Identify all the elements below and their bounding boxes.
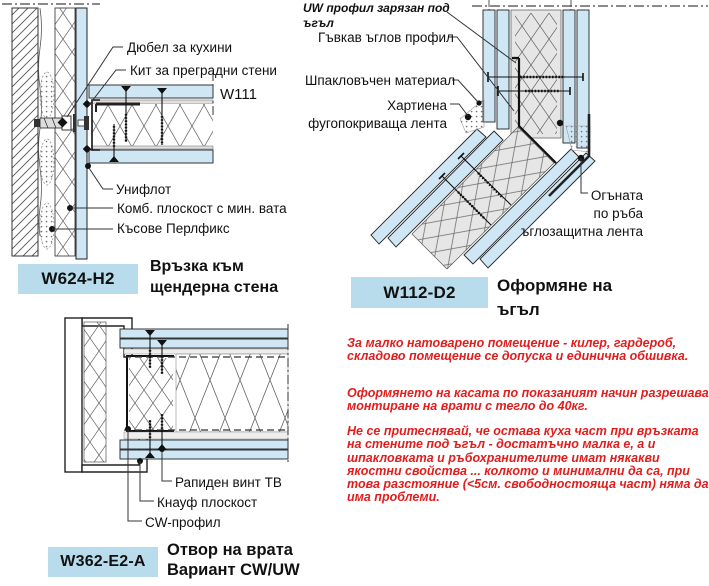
detail-title-w112: Оформяне на ъгъл [497, 274, 612, 322]
label-rapid-screw: Рапиден винт ТВ [175, 475, 282, 490]
detail-code-w112: W112-D2 [351, 277, 488, 308]
label-paper-tape-line1: Хартиена [387, 98, 447, 113]
label-uw-profile-line2: ъгъл [303, 16, 334, 30]
label-corner-tape-line3: ъглозащитна лента [520, 224, 643, 239]
annotation-notes: За малко натоварено помещение - килер, г… [347, 336, 709, 504]
label-cavity-dowel: Дюбел за кухини [127, 40, 233, 55]
detail-title-w112-line2: ъгъл [497, 300, 540, 319]
detail-w624-drawing [2, 3, 214, 260]
label-perlfix: Късове Перлфикс [117, 221, 230, 236]
detail-title-w624: Връзка към щендерна стена [150, 256, 278, 298]
label-paper-tape-line2: фугопокриваща лента [308, 116, 447, 131]
label-knauf-board: Кнауф плоскост [157, 495, 258, 510]
label-cw-profile: CW-профил [145, 515, 221, 530]
label-uniflott: Унифлот [116, 182, 172, 197]
label-flex-corner-profile: Гъвкав ъглов профил [318, 30, 454, 45]
detail-code-w624: W624-H2 [18, 264, 138, 294]
detail-title-w112-line1: Оформяне на [497, 276, 613, 295]
detail-title-w362: Отвор на врата Вариант CW/UW [167, 540, 300, 580]
label-w111-system: W111 [220, 86, 257, 103]
detail-code-w362: W362-E2-A [48, 547, 158, 577]
label-uw-profile-line1: UW профил зарязан под [303, 1, 450, 15]
detail-w112-drawing [370, 0, 708, 270]
label-paper-tape: Хартиена фугопокриваща лента [308, 97, 447, 133]
note-hollow-corner: Не се притеснявай, че остава куха част п… [347, 424, 709, 504]
label-partition-putty: Кит за преградни стени [130, 63, 277, 78]
detail-title-w362-line2: Вариант CW/UW [167, 561, 300, 579]
label-corner-tape-line1: Огъната [590, 188, 643, 203]
detail-title-w362-line1: Отвор на врата [167, 541, 293, 559]
note-single-cladding: За малко натоварено помещение - килер, г… [347, 336, 689, 364]
label-joint-compound: Шпакловъчен материал [305, 73, 456, 88]
label-corner-tape-line2: по ръба [593, 206, 643, 221]
detail-w362-drawing [64, 317, 289, 522]
detail-title-w624-line2: щендерна стена [150, 279, 279, 296]
label-corner-tape: Огъната по ръба ъглозащитна лента [521, 187, 643, 241]
note-door-weight: Оформянето на касата по показаният начин… [347, 386, 709, 414]
detail-title-w624-line1: Връзка към [150, 258, 244, 275]
label-combo-board: Комб. плоскост с мин. вата [117, 201, 287, 216]
